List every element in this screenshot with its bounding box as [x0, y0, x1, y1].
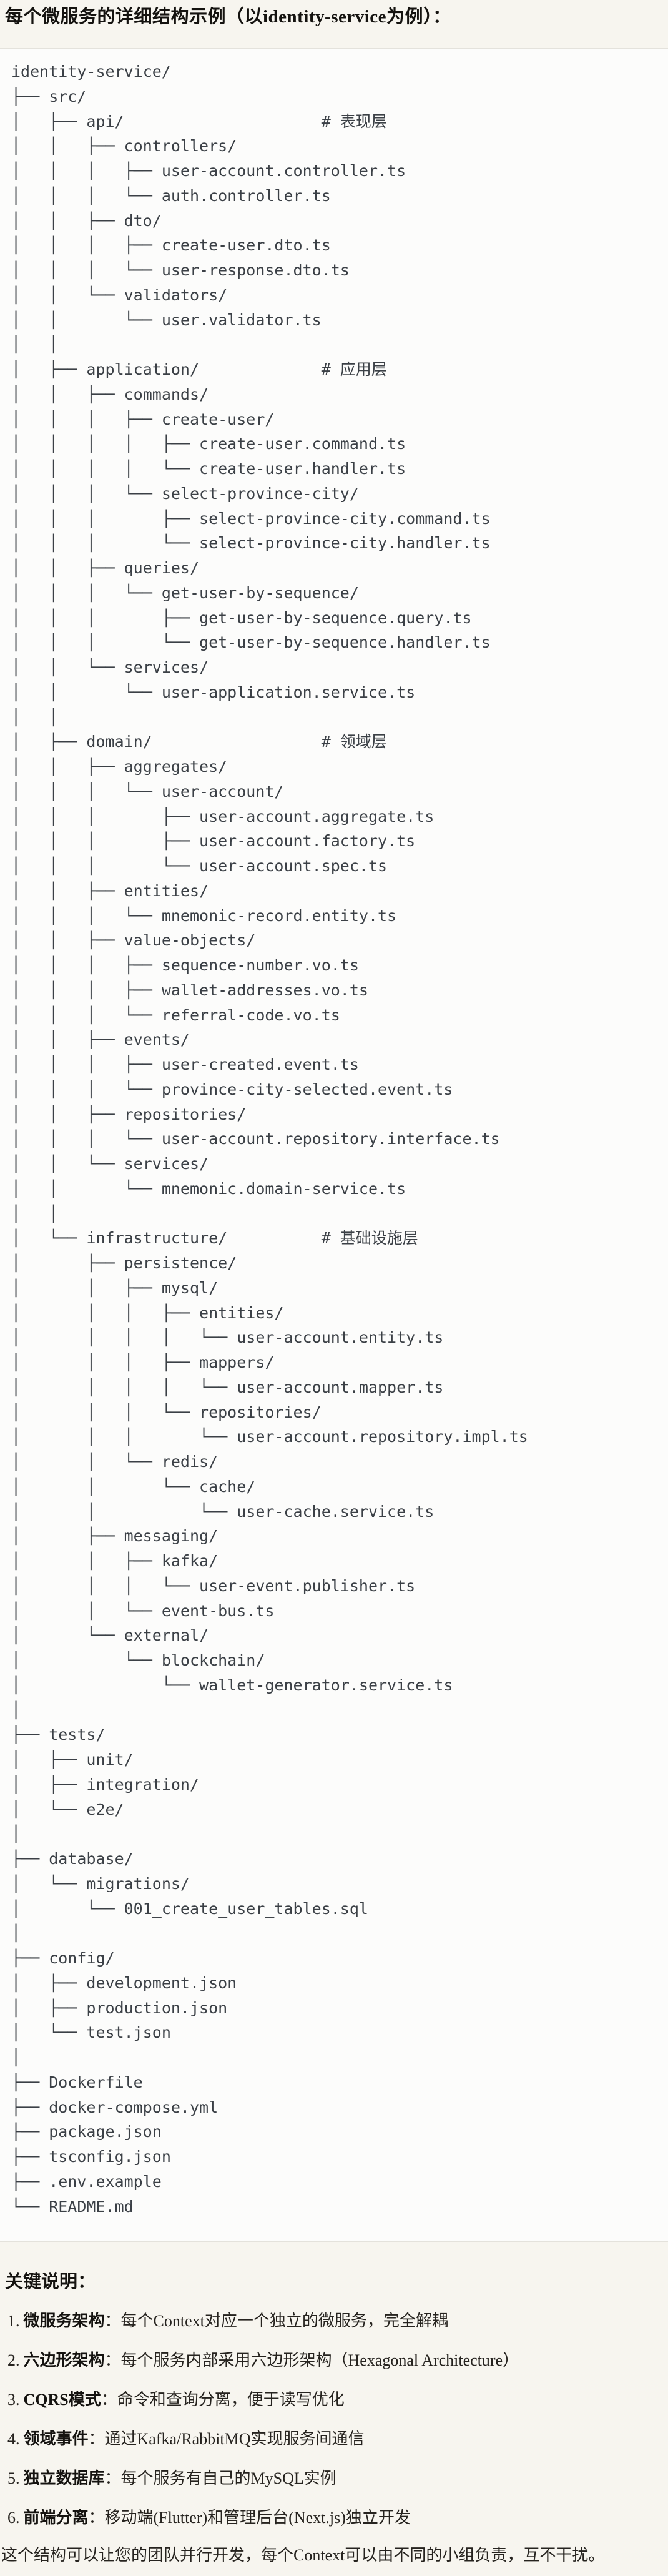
directory-tree-code-block: identity-service/ ├── src/ │ ├── api/ # …: [0, 48, 668, 2243]
document-page: 每个微服务的详细结构示例（以identity-service为例）： ident…: [0, 5, 668, 2576]
closing-paragraph: 这个结构可以让您的团队并行开发，每个Context可以由不同的小组负责，互不干扰…: [1, 2546, 605, 2565]
note-item-independent-db: 5.独立数据库：每个服务有自己的MySQL实例: [7, 2450, 662, 2490]
note-number: 2.: [7, 2351, 20, 2370]
note-description: ：通过Kafka/RabbitMQ实现服务间通信: [88, 2430, 365, 2449]
note-number: 6.: [7, 2509, 20, 2527]
note-term: 六边形架构: [23, 2351, 105, 2370]
notes-heading: 关键说明：: [5, 2272, 96, 2292]
note-term: 领域事件: [23, 2430, 89, 2449]
note-number: 4.: [7, 2430, 20, 2449]
note-item-domain-events: 4.领域事件：通过Kafka/RabbitMQ实现服务间通信: [7, 2411, 662, 2450]
note-term: 前端分离: [23, 2509, 89, 2527]
notes-list: 1.微服务架构：每个Context对应一个独立的微服务，完全解耦 2.六边形架构…: [0, 2293, 668, 2529]
note-number: 1.: [7, 2312, 20, 2331]
note-term: 独立数据库: [23, 2469, 105, 2488]
note-term: CQRS模式: [23, 2391, 101, 2409]
note-description: ：每个服务有自己的MySQL实例: [104, 2469, 336, 2488]
directory-tree: identity-service/ ├── src/ │ ├── api/ # …: [11, 62, 528, 2216]
note-item-cqrs: 3.CQRS模式：命令和查询分离，便于读写优化: [7, 2372, 662, 2411]
note-number: 3.: [7, 2391, 20, 2409]
note-term: 微服务架构: [23, 2312, 105, 2331]
note-description: ：每个Context对应一个独立的微服务，完全解耦: [104, 2312, 448, 2331]
note-description: ：命令和查询分离，便于读写优化: [101, 2391, 345, 2409]
page-title: 每个微服务的详细结构示例（以identity-service为例）：: [5, 7, 451, 27]
note-description: ：移动端(Flutter)和管理后台(Next.js)独立开发: [88, 2509, 411, 2527]
note-item-frontend-separation: 6.前端分离：移动端(Flutter)和管理后台(Next.js)独立开发: [7, 2490, 662, 2529]
note-item-microservice: 1.微服务架构：每个Context对应一个独立的微服务，完全解耦: [7, 2293, 662, 2332]
note-description: ：每个服务内部采用六边形架构（Hexagonal Architecture）: [104, 2351, 519, 2370]
note-number: 5.: [7, 2469, 20, 2488]
note-item-hexagonal: 2.六边形架构：每个服务内部采用六边形架构（Hexagonal Architec…: [7, 2332, 662, 2372]
